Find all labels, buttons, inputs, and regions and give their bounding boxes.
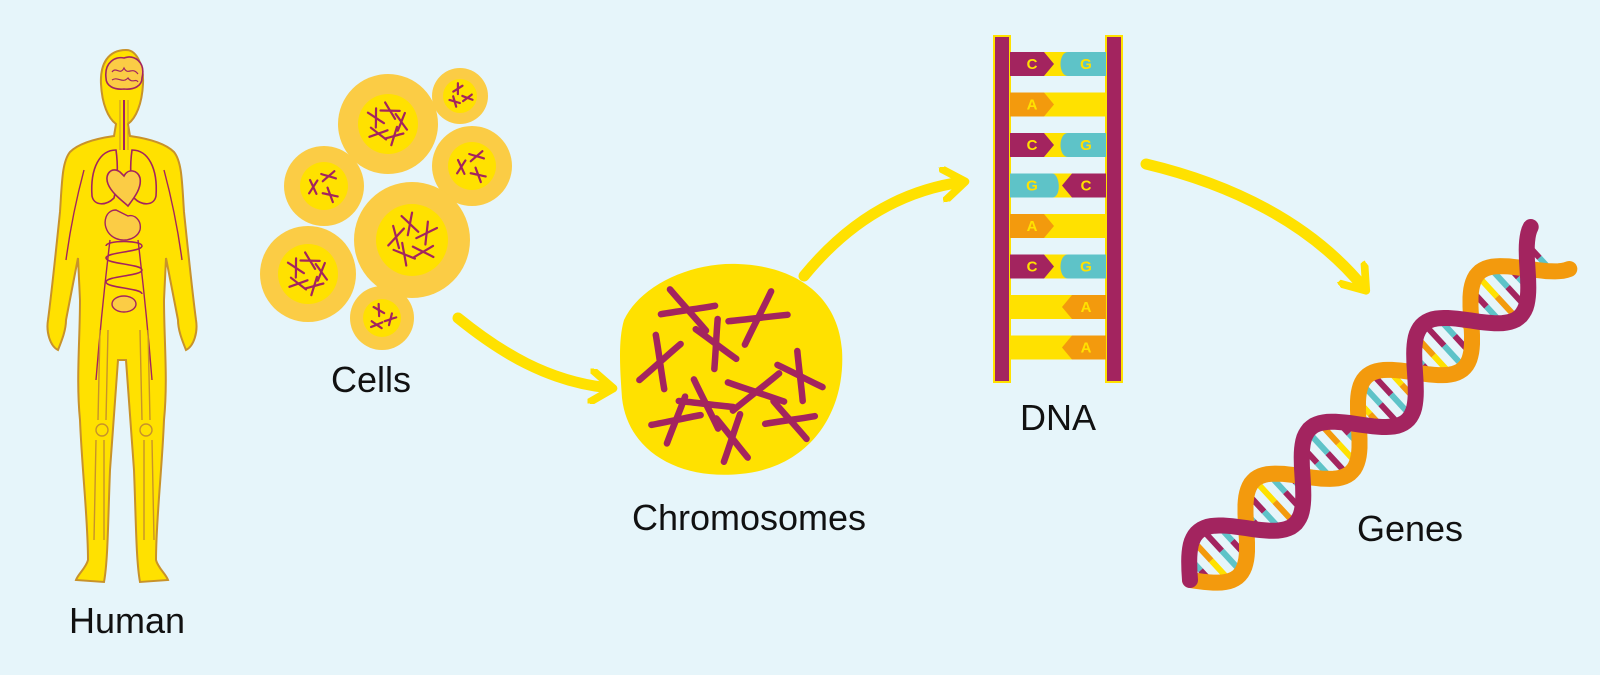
- dna-base-right: C: [1081, 178, 1092, 195]
- chromosome-icon: [383, 312, 398, 327]
- dna-left-rail: [993, 35, 1011, 383]
- chromosome-icon: [368, 126, 389, 141]
- dna-base-right: A: [1081, 340, 1092, 357]
- chromosome-icon: [415, 220, 439, 246]
- chromosome-icon: [692, 315, 740, 373]
- chromosome-icon: [724, 370, 788, 414]
- chromosome-icon: [448, 95, 462, 108]
- label-genes: Genes: [1356, 508, 1464, 549]
- chromosome-icon: [299, 251, 321, 270]
- chromosome-icon: [321, 186, 339, 204]
- chromosome-icon: [400, 211, 420, 237]
- arrow-chromosomes-to-dna: [798, 182, 962, 282]
- chromosome-icon: [307, 178, 319, 195]
- chromosome-icon: [383, 125, 405, 147]
- helix-base-pair: [1421, 321, 1467, 370]
- chromosome-icon: [774, 347, 826, 405]
- chromosome-shapes: [636, 286, 826, 466]
- chromosome-icon: [725, 288, 791, 348]
- dna-base-right: G: [1080, 56, 1092, 73]
- chromosome-icon: [648, 393, 704, 447]
- dna-base-left: G: [1026, 178, 1038, 195]
- dna-base-left: C: [1027, 56, 1038, 73]
- chromosome-icon: [288, 276, 309, 291]
- arrow-dna-to-genes: [1140, 158, 1364, 288]
- helix-base-pair: [1474, 272, 1520, 321]
- dna-base-pair: A: [1010, 92, 1106, 117]
- chromosome-icon: [372, 302, 386, 318]
- chromosome-icon: [369, 320, 384, 330]
- chromosome-icon: [366, 107, 386, 129]
- chromosome-icon: [761, 397, 819, 443]
- chromosome-icon: [387, 224, 405, 250]
- label-cells: Cells: [330, 359, 412, 400]
- dna-base-left: A: [1027, 218, 1038, 235]
- chromosome-icon: [468, 150, 486, 163]
- chromosome-icon: [455, 158, 467, 175]
- dna-base-right: G: [1080, 137, 1092, 154]
- double-helix-icon: [1181, 219, 1578, 591]
- chromosome-icon: [303, 275, 325, 297]
- dna-base-left: C: [1027, 137, 1038, 154]
- chromosome-icon: [461, 93, 474, 103]
- dna-right-rail: [1105, 35, 1123, 383]
- chromosome-icon: [411, 244, 435, 259]
- cell-nuclei: [278, 79, 496, 337]
- chromosome-icon: [469, 166, 487, 184]
- dna-base-left: C: [1027, 259, 1038, 276]
- dna-base-right: A: [1081, 299, 1092, 316]
- chromosome-icon: [452, 82, 464, 96]
- helix-strand-magenta: [1181, 219, 1539, 588]
- chromosome-icon: [314, 261, 329, 282]
- human-figure-icon: [46, 48, 198, 584]
- cell-chromosomes: [286, 82, 487, 330]
- dna-base-left: A: [1027, 97, 1038, 114]
- helix-base-pair: [1369, 371, 1414, 418]
- dna-base-pair: A: [1010, 295, 1106, 319]
- chromosome-icon: [379, 101, 401, 120]
- label-chromosomes: Chromosomes: [631, 497, 867, 538]
- helix-base-pair: [1199, 527, 1244, 575]
- chromosome-icon: [636, 331, 684, 393]
- helix-base-pair: [1305, 429, 1350, 477]
- label-dna: DNA: [1019, 397, 1097, 438]
- chromosome-icon: [286, 257, 306, 279]
- chromosome-icon: [392, 241, 416, 267]
- helix-base-pair: [1252, 477, 1298, 526]
- arrow-cells-to-chromosomes: [452, 312, 610, 388]
- chromosome-icon: [713, 410, 751, 466]
- chromosome-icon: [320, 170, 338, 183]
- chromosome-icon: [657, 286, 719, 334]
- label-human: Human: [68, 600, 186, 641]
- chromosome-icon: [394, 111, 409, 132]
- dna-base-pair: A: [1010, 214, 1106, 238]
- dna-base-pair: A: [1010, 335, 1106, 360]
- dna-base-right: G: [1080, 259, 1092, 276]
